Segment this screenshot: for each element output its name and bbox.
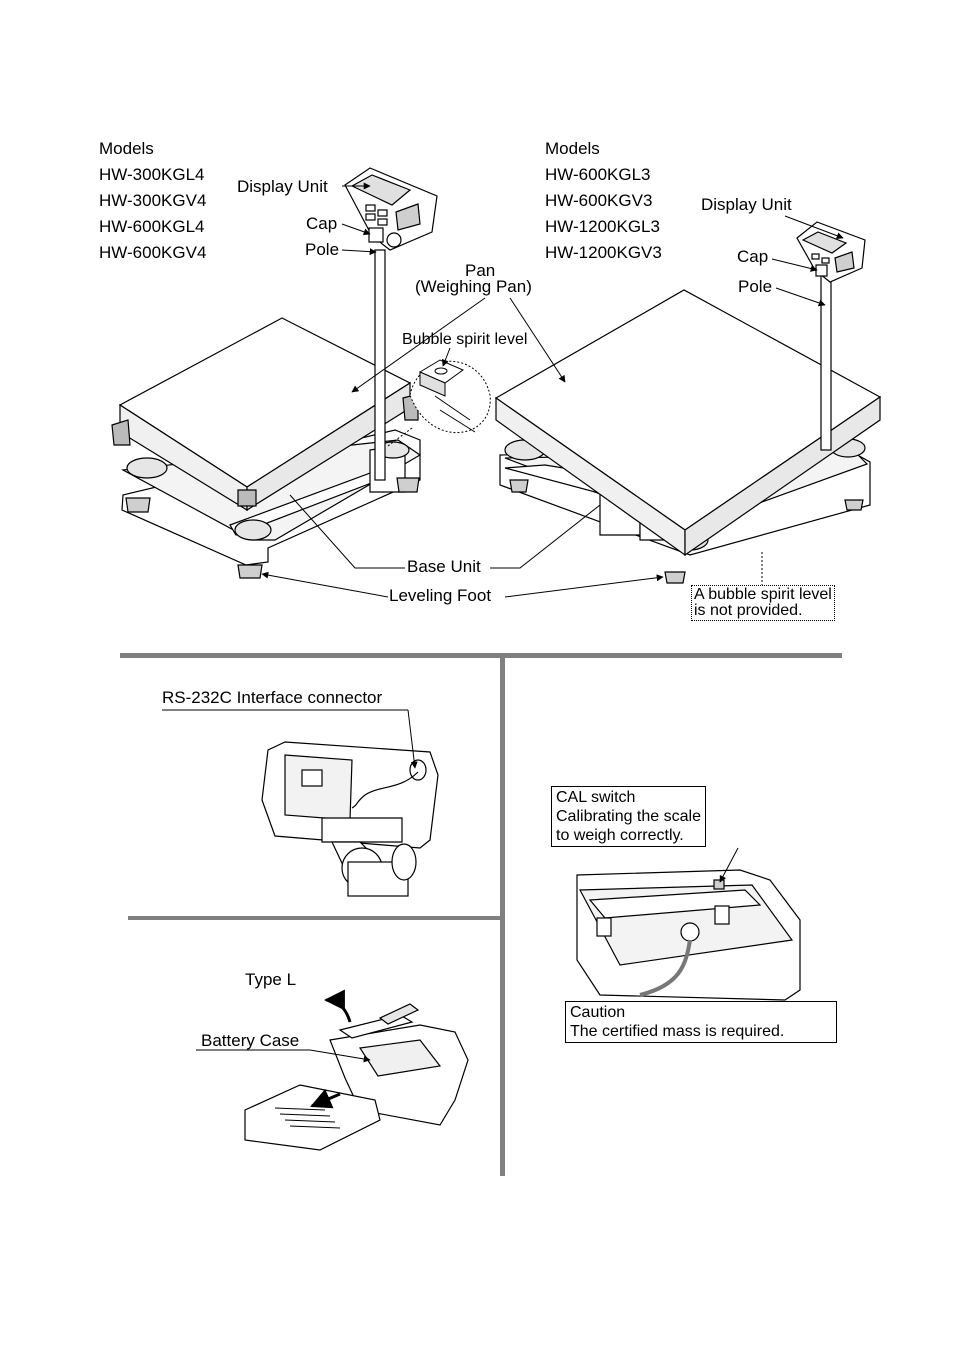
display-unit-label-right: Display Unit: [701, 195, 792, 214]
cap-label-right: Cap: [737, 247, 769, 266]
right-model-item: HW-600KGV3: [545, 191, 653, 210]
caution-text: The certified mass is required.: [570, 1023, 785, 1040]
left-model-item: HW-300KGL4: [99, 165, 205, 184]
left-scale-drawing: [111, 167, 438, 579]
battery-case-label: Battery Case: [201, 1031, 300, 1050]
left-models-list: Models HW-300KGL4 HW-300KGV4 HW-600KGL4 …: [99, 136, 206, 266]
pole-label-right: Pole: [738, 277, 773, 296]
battery-drawing: [244, 989, 469, 1151]
right-model-item: HW-600KGL3: [545, 165, 651, 184]
left-models-heading: Models: [99, 139, 154, 158]
left-model-item: HW-300KGV4: [99, 191, 207, 210]
cal-switch-box: CAL switch Calibrating the scale to weig…: [551, 786, 706, 847]
right-models-list: Models HW-600KGL3 HW-600KGV3 HW-1200KGL3…: [545, 136, 662, 266]
pole-label-left: Pole: [305, 240, 340, 259]
right-scale-drawing: [494, 221, 882, 584]
no-bubble-note-line: A bubble spirit level: [694, 586, 832, 603]
display-unit-label-left: Display Unit: [237, 177, 328, 196]
left-model-item: HW-600KGV4: [99, 243, 207, 262]
rs232c-connector-label: RS-232C Interface connector: [162, 688, 383, 707]
pan-label: Pan: [465, 261, 496, 280]
cap-label-left: Cap: [306, 214, 338, 233]
no-bubble-level-note: A bubble spirit level is not provided.: [691, 585, 835, 621]
top-divider: [120, 653, 842, 658]
vertical-divider: [500, 658, 505, 1176]
rs232-drawing: [261, 741, 439, 897]
right-models-heading: Models: [545, 139, 600, 158]
cal-switch-desc: Calibrating the scale: [556, 808, 701, 825]
caution-title: Caution: [570, 1004, 626, 1021]
cal-switch-title: CAL switch: [556, 789, 636, 806]
bottom-panels: [162, 709, 801, 1151]
caution-box: Caution The certified mass is required.: [565, 1001, 837, 1043]
middle-divider: [128, 916, 500, 920]
no-bubble-note-line: is not provided.: [694, 602, 803, 619]
leveling-foot-label: Leveling Foot: [389, 586, 492, 605]
right-model-item: HW-1200KGV3: [545, 243, 662, 262]
base-unit-label: Base Unit: [407, 557, 481, 576]
right-model-item: HW-1200KGL3: [545, 217, 660, 236]
bubble-level-callout: [387, 359, 491, 447]
weighing-pan-label: (Weighing Pan): [415, 277, 532, 296]
cal-drawing: [576, 869, 801, 1001]
leader-lines: [261, 182, 844, 598]
bubble-spirit-level-label: Bubble spirit level: [402, 331, 528, 348]
type-l-label: Type L: [245, 970, 297, 989]
cal-switch-desc: to weigh correctly.: [556, 827, 684, 844]
left-model-item: HW-600KGL4: [99, 217, 205, 236]
